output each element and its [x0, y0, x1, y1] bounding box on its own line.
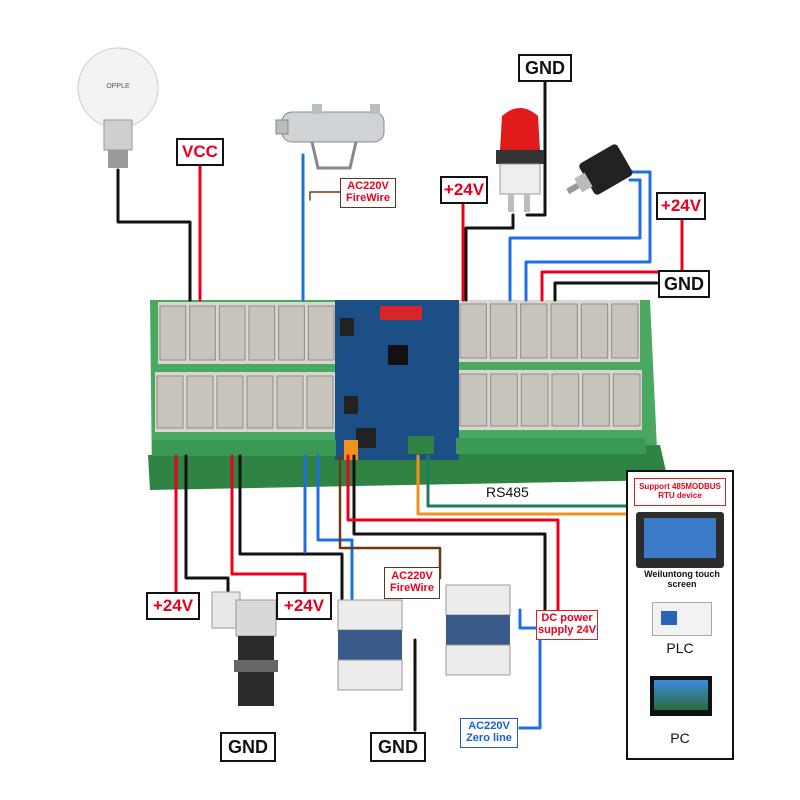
- relay: [159, 305, 187, 361]
- label-plus24-bottom-left: +24V: [146, 592, 200, 620]
- relay-bank-bottom-left: [155, 372, 335, 432]
- contactor-1: [337, 599, 403, 691]
- label-ac220-firewire-bottom: AC220V FireWire: [384, 567, 440, 599]
- relay: [278, 305, 305, 361]
- label-plus24-top-left: +24V: [440, 176, 488, 204]
- label-dc-power: DC power supply 24V: [536, 610, 598, 640]
- pc-label: PC: [670, 730, 690, 746]
- din-rail: [148, 445, 668, 490]
- capacitor: [344, 396, 358, 414]
- wire-alarm-gnd: [525, 78, 547, 217]
- relay: [612, 373, 641, 427]
- relay-bank-bottom-right: [458, 370, 642, 430]
- relay: [156, 375, 184, 429]
- terminal-strip-right: [456, 438, 646, 454]
- alarm-lamp: [496, 108, 544, 212]
- wire-solenoid-red-2: [230, 454, 307, 594]
- label-gnd-top: GND: [518, 54, 572, 82]
- wire-motor-blue-2: [524, 170, 652, 302]
- capacitor: [356, 428, 376, 448]
- dip-switch: [380, 306, 422, 320]
- touch-screen-image: [636, 512, 724, 568]
- relay-cells: [156, 303, 641, 429]
- wire-dc24v-red: [346, 454, 560, 614]
- relay-board: [148, 300, 668, 490]
- mcu-chip: [388, 345, 408, 365]
- relay: [276, 375, 304, 429]
- relay: [246, 375, 274, 429]
- light-bulb: OPPLE: [77, 47, 159, 168]
- wire-solenoid-black-1: [184, 454, 230, 602]
- bulb-brand-text: OPPLE: [106, 83, 130, 90]
- label-gnd-bottom-left: GND: [220, 732, 276, 762]
- plc-label: PLC: [666, 640, 694, 656]
- relay: [611, 303, 639, 359]
- relay: [520, 373, 549, 427]
- wire-contactor2-black: [352, 454, 547, 614]
- relay: [550, 303, 578, 359]
- relay: [459, 303, 487, 359]
- wire-motor-blue-1: [508, 178, 642, 302]
- label-ac220-zero: AC220V Zero line: [460, 718, 518, 748]
- device-panel: Support 485MODBUS RTU device Weiluntong …: [626, 470, 734, 760]
- relay: [306, 375, 334, 429]
- relay: [307, 305, 335, 361]
- relay: [582, 373, 610, 427]
- dc-motor: [566, 144, 633, 195]
- pc-monitor-image: [650, 676, 712, 716]
- plc-display: [661, 611, 677, 625]
- relay-bank-top-left: [158, 302, 336, 364]
- support-485-label: Support 485MODBUS RTU device: [634, 478, 726, 506]
- label-rs485: RS485: [486, 484, 529, 500]
- tube-heater: [275, 104, 385, 170]
- label-plus24-bottom-mid: +24V: [276, 592, 332, 620]
- pc-monitor-display: [654, 680, 708, 710]
- relay: [490, 373, 518, 427]
- terminal-orange: [344, 440, 358, 460]
- relay: [186, 375, 214, 429]
- label-plus24-top-right: +24V: [656, 192, 706, 220]
- wire-rs485-orange: [416, 454, 630, 516]
- relay-bank-top-right: [458, 300, 640, 362]
- touch-screen-label: Weiluntong touch screen: [644, 569, 720, 589]
- wire-alarm-black: [464, 213, 515, 302]
- relay: [248, 305, 276, 361]
- relay: [216, 375, 244, 429]
- relay: [551, 373, 580, 427]
- relay: [189, 305, 216, 361]
- wires: [116, 78, 684, 732]
- rs485-terminal: [408, 436, 434, 454]
- wire-contactor1-black: [238, 454, 344, 616]
- plc-image: [652, 602, 712, 636]
- leader-ac220-top: [309, 191, 341, 201]
- wire-ac220-bottom-brown: [338, 454, 442, 580]
- touch-screen-display: [644, 518, 716, 558]
- wire-contactor1-blue-b: [316, 454, 354, 602]
- relay: [520, 303, 548, 359]
- relay: [459, 373, 488, 427]
- controller-pcb: [335, 300, 459, 460]
- label-gnd-right: GND: [658, 270, 710, 298]
- label-gnd-bottom-mid: GND: [370, 732, 426, 762]
- solenoid-valve: [211, 591, 278, 706]
- relay: [218, 305, 246, 361]
- wire-24v-right-red: [540, 216, 684, 302]
- wire-rs485-green: [426, 454, 630, 508]
- wire-gnd-right-black: [553, 281, 659, 302]
- capacitor: [340, 318, 354, 336]
- terminal-strip-left: [152, 440, 336, 456]
- label-vcc: VCC: [176, 138, 224, 166]
- relay: [580, 303, 609, 359]
- relay: [489, 303, 518, 359]
- wire-bulb-black: [116, 168, 192, 302]
- contactor-2: [445, 584, 511, 676]
- label-ac220-firewire-top: AC220V FireWire: [340, 178, 396, 208]
